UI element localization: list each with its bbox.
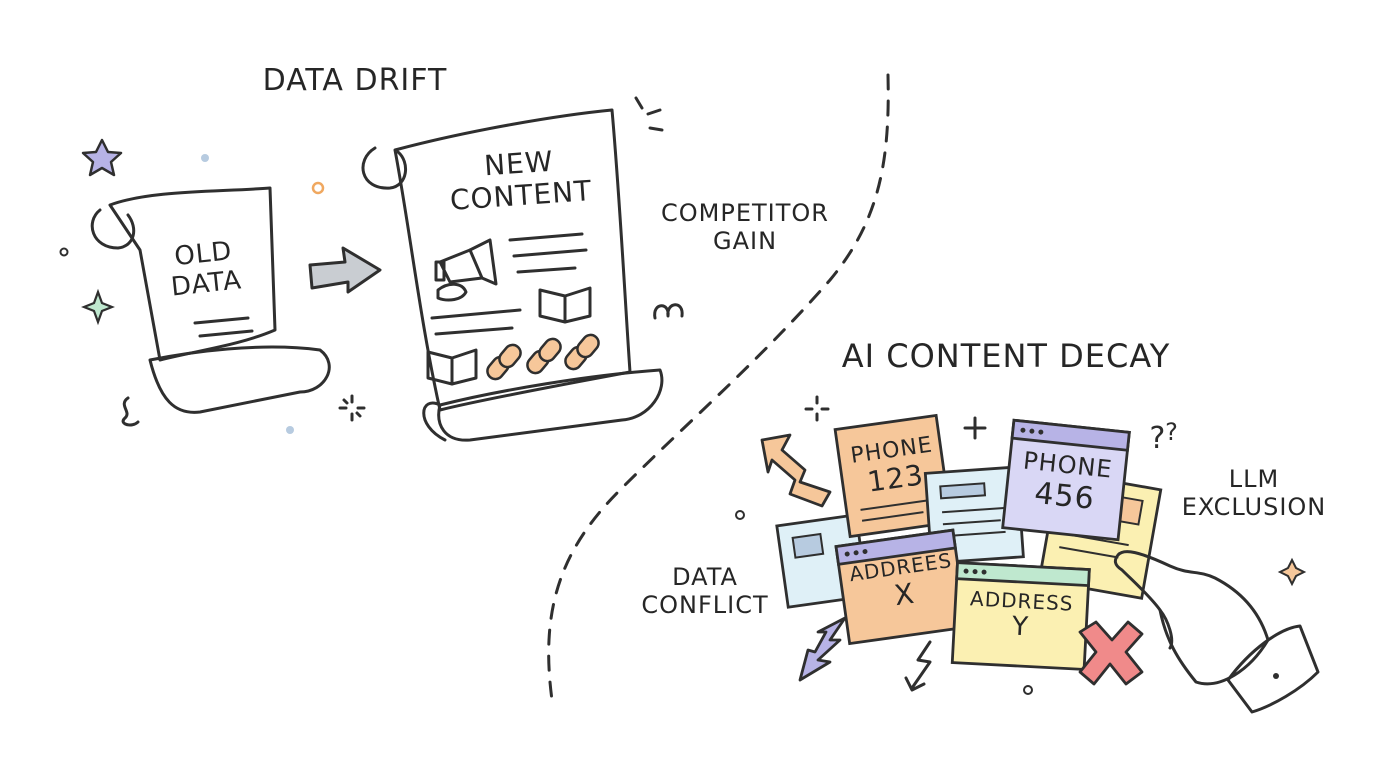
sparkle-icon	[1277, 557, 1307, 587]
dot-decoration	[201, 154, 209, 162]
phone-456-text: PHONE 456	[1009, 446, 1123, 520]
llm-exclusion-label: LLM EXCLUSION	[1172, 465, 1336, 521]
burst-icon	[338, 394, 366, 422]
question-marks-icon: ?	[1164, 418, 1179, 446]
down-trend-arrow	[798, 616, 847, 682]
data-conflict-line-1: DATA	[672, 563, 738, 591]
emphasis-lines	[634, 96, 664, 132]
book-icon	[538, 286, 592, 324]
old-data-label: OLD DATA	[147, 234, 263, 305]
link-icon	[564, 333, 600, 371]
pointing-hand-icon	[1113, 550, 1320, 714]
question-marks-icon: ?	[1148, 421, 1167, 456]
competitor-gain-line-2: GAIN	[712, 226, 778, 255]
llm-exclusion-line-2: EXCLUSION	[1181, 492, 1327, 521]
new-content-scroll	[361, 108, 664, 442]
competitor-gain-label: COMPETITOR GAIN	[650, 199, 840, 255]
phone-card-123	[833, 413, 953, 539]
old-data-scroll	[90, 186, 331, 414]
competitor-gain-line-1: COMPETITOR	[661, 199, 829, 227]
dot-decoration	[1023, 685, 1033, 695]
link-icon	[526, 337, 562, 375]
burst-icon	[804, 395, 830, 422]
address-y-text: ADDRESS Y	[959, 586, 1084, 646]
drift-arrow	[308, 246, 382, 294]
squiggle-icon	[121, 396, 140, 427]
squiggle-icon	[653, 303, 684, 320]
divider-dashed-curve	[547, 73, 890, 702]
zigzag-arrow	[904, 640, 932, 692]
dot-decoration	[286, 426, 294, 434]
ai-content-decay-title: AI CONTENT DECAY	[841, 337, 1171, 375]
data-drift-title: DATA DRIFT	[262, 63, 448, 98]
star-icon	[81, 138, 123, 177]
sparkle-icon	[81, 288, 115, 326]
link-icon	[486, 343, 522, 381]
sparkle-icon	[963, 416, 987, 440]
address-card-x	[834, 528, 969, 646]
dot-decoration	[735, 510, 745, 520]
dot-decoration	[59, 247, 69, 257]
dot-decoration	[311, 181, 325, 195]
red-x-icon	[1078, 620, 1144, 686]
llm-exclusion-line-1: LLM	[1228, 465, 1280, 493]
address-card-y	[950, 561, 1091, 671]
megaphone-icon	[434, 238, 498, 302]
new-content-label: NEW CONTENT	[438, 142, 602, 217]
data-conflict-label: DATA CONFLICT	[630, 563, 780, 619]
up-trend-arrow	[760, 433, 832, 508]
book-icon	[426, 348, 478, 386]
phone-card-456	[1001, 418, 1131, 542]
data-conflict-line-2: CONFLICT	[641, 590, 769, 619]
